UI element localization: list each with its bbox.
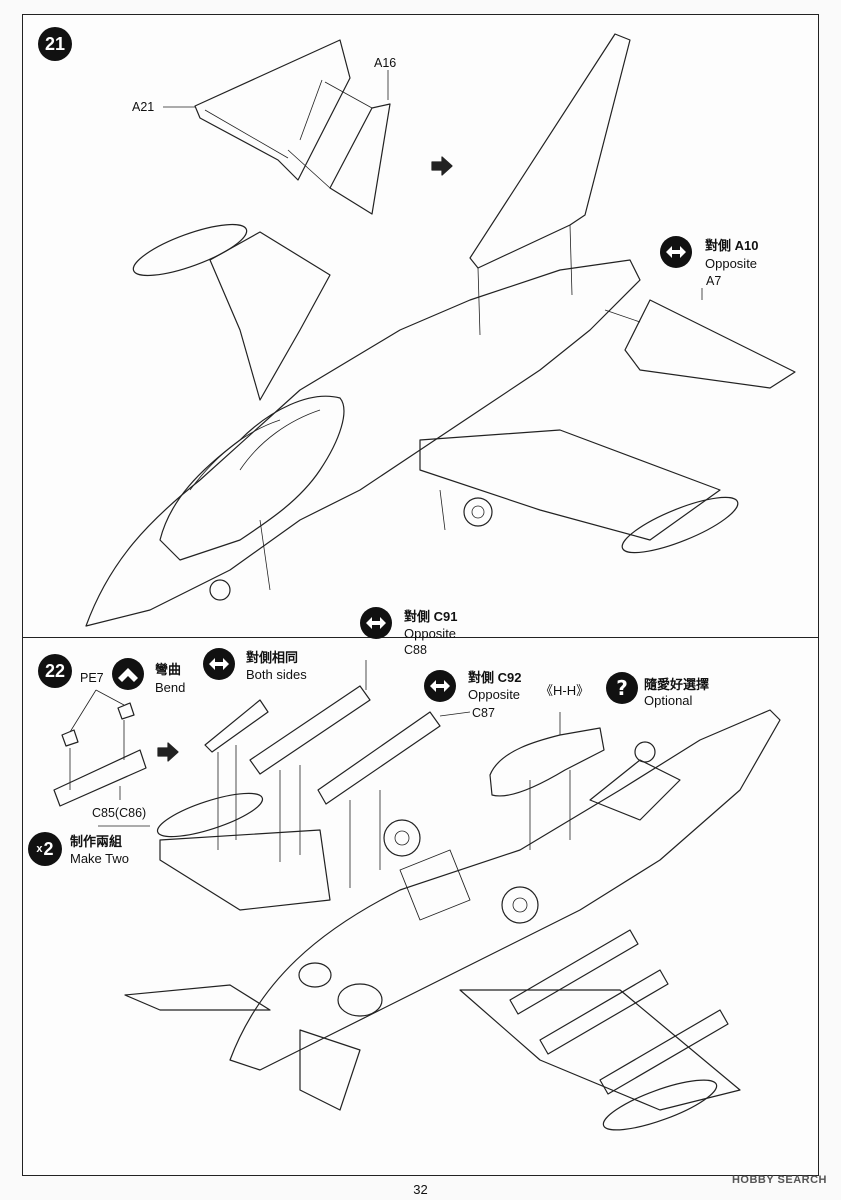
hh-label: 《H-H》: [540, 683, 590, 698]
part-label-a21: A21: [132, 100, 155, 114]
elevator-a16: [329, 103, 391, 215]
svg-text:?: ?: [616, 676, 628, 700]
both-sides-icon: [203, 648, 235, 680]
page-frame: [22, 14, 819, 1176]
step22-flow-arrow: [157, 742, 179, 762]
optional-icon: ?: [606, 672, 638, 704]
wing-left-22: [159, 829, 331, 911]
pylon-c85: [53, 749, 147, 807]
double-arrow-icon: [366, 617, 386, 629]
double-arrow-icon: [666, 246, 686, 258]
main-wheel-22a: [383, 819, 421, 857]
opposite-en-c91: Opposite: [404, 626, 457, 641]
pylon-small: [204, 699, 269, 753]
opposite-cjk-21: 對側 A10: [705, 238, 759, 253]
double-arrow-icon: [209, 658, 229, 670]
part-label-c88: C88: [404, 643, 427, 657]
fuselage-21: [85, 259, 641, 627]
optional-cjk: 隨愛好選擇: [644, 677, 710, 692]
opposite-en-c92: Opposite: [468, 687, 521, 702]
step-divider: [22, 637, 819, 638]
side-stabilizer-a7: [624, 299, 796, 389]
make-two-en: Make Two: [70, 851, 130, 866]
opposite-icon-21: [660, 236, 692, 268]
main-wheel-22b: [501, 886, 539, 924]
intake-right: [337, 983, 383, 1017]
opposite-icon-c92: [424, 670, 456, 702]
nose-wheel-22: [634, 741, 656, 763]
pylon-c87: [317, 711, 441, 805]
opposite-en-21: Opposite: [705, 256, 758, 271]
bend-chevron-icon: [118, 668, 138, 682]
pylon-c88: [249, 685, 371, 775]
pylon-lower-3: [599, 1009, 729, 1095]
question-mark-icon: ?: [616, 676, 628, 700]
pylon-lower-2: [539, 969, 669, 1055]
stabilizer-a21: [194, 39, 351, 181]
tip-tank-left-21: [132, 223, 248, 277]
pylon-lower-1: [509, 929, 639, 1015]
tail-fin: [469, 33, 631, 269]
wing-right-21: [419, 429, 721, 541]
make-two-cjk: 制作兩組: [70, 834, 123, 849]
part-label-c85: C85(C86): [92, 806, 147, 820]
watermark-logo: HOBBY SEARCH: [731, 1174, 827, 1186]
step-number-22: 22: [38, 654, 72, 688]
tip-tank-left-22: [156, 792, 264, 838]
main-wheel-21: [463, 497, 493, 527]
opposite-cjk-c91: 對側 C91: [404, 609, 458, 624]
bend-icon: [112, 658, 144, 690]
part-label-pe7: PE7: [80, 671, 104, 685]
part-label-c87: C87: [472, 706, 495, 720]
external-tank-hh: [489, 727, 605, 797]
step-number-21: 21: [38, 27, 72, 61]
page-number: 32: [413, 1182, 428, 1197]
tip-tank-right-22: [602, 1079, 718, 1131]
cockpit-22: [589, 759, 681, 821]
opposite-cjk-c92: 對側 C92: [468, 670, 522, 685]
tailplane-22: [124, 984, 271, 1011]
pe7-bracket-left: [61, 729, 79, 747]
intake-left: [298, 962, 332, 988]
bend-en: Bend: [155, 680, 186, 695]
fuselage-22: [229, 709, 781, 1071]
opposite-icon-c91: [360, 607, 392, 639]
part-label-a16: A16: [374, 56, 397, 70]
wing-right-22: [459, 989, 741, 1111]
double-arrow-icon: [430, 680, 450, 692]
optional-en: Optional: [644, 693, 693, 708]
canopy-21: [159, 395, 345, 561]
pe7-bracket-right: [117, 702, 135, 720]
both-sides-cjk: 對側相同: [246, 650, 299, 665]
part-label-a7: A7: [706, 274, 722, 288]
wing-left-21: [209, 231, 331, 401]
nose-wheel-21: [209, 579, 231, 601]
both-sides-en: Both sides: [246, 667, 307, 682]
tip-tank-right-21: [621, 496, 739, 554]
tailplane-lower-22: [299, 1029, 361, 1111]
step21-flow-arrow: [431, 156, 453, 176]
bend-cjk: 彎曲: [155, 662, 182, 677]
